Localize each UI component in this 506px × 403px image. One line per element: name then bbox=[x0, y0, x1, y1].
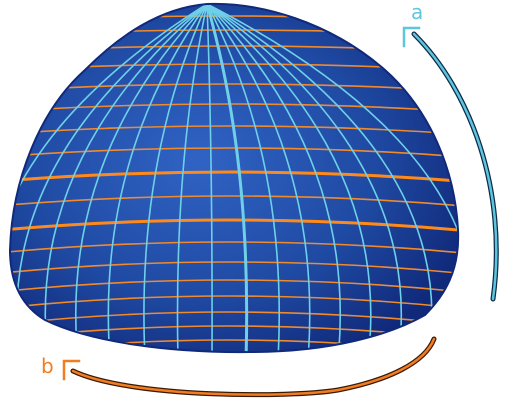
meridian-line bbox=[206, 3, 372, 353]
meridian-line bbox=[206, 3, 213, 353]
meridian-line bbox=[205, 3, 249, 353]
meridian-line bbox=[176, 3, 208, 353]
arrow-a bbox=[402, 26, 499, 302]
parallel-line bbox=[10, 147, 459, 159]
meridian-line bbox=[107, 3, 208, 353]
arrow-b bbox=[62, 336, 437, 398]
meridian-line bbox=[143, 3, 208, 353]
parallel-line bbox=[10, 295, 459, 312]
parallel-line bbox=[10, 195, 459, 209]
surface-outline bbox=[8, 2, 460, 354]
meridian-line bbox=[206, 3, 281, 353]
meridian-line bbox=[206, 3, 402, 353]
parallel-line bbox=[10, 241, 459, 256]
meridian-line bbox=[44, 3, 208, 353]
meridian-line bbox=[206, 3, 459, 353]
label-a: a bbox=[411, 0, 423, 24]
surface-mesh bbox=[10, 3, 459, 353]
meridian-line bbox=[10, 3, 208, 353]
parallel-line bbox=[10, 125, 459, 137]
parallel-line bbox=[10, 218, 459, 234]
meridian-line bbox=[206, 3, 341, 353]
arrow-b-head-icon bbox=[62, 359, 81, 381]
meridian-line bbox=[75, 3, 208, 353]
label-b: b bbox=[41, 354, 54, 378]
arrow-a-head-icon bbox=[402, 26, 421, 48]
parallel-line bbox=[10, 279, 459, 295]
parallel-line bbox=[10, 311, 459, 328]
meridian-line bbox=[206, 3, 433, 353]
meridian-line bbox=[206, 3, 311, 353]
